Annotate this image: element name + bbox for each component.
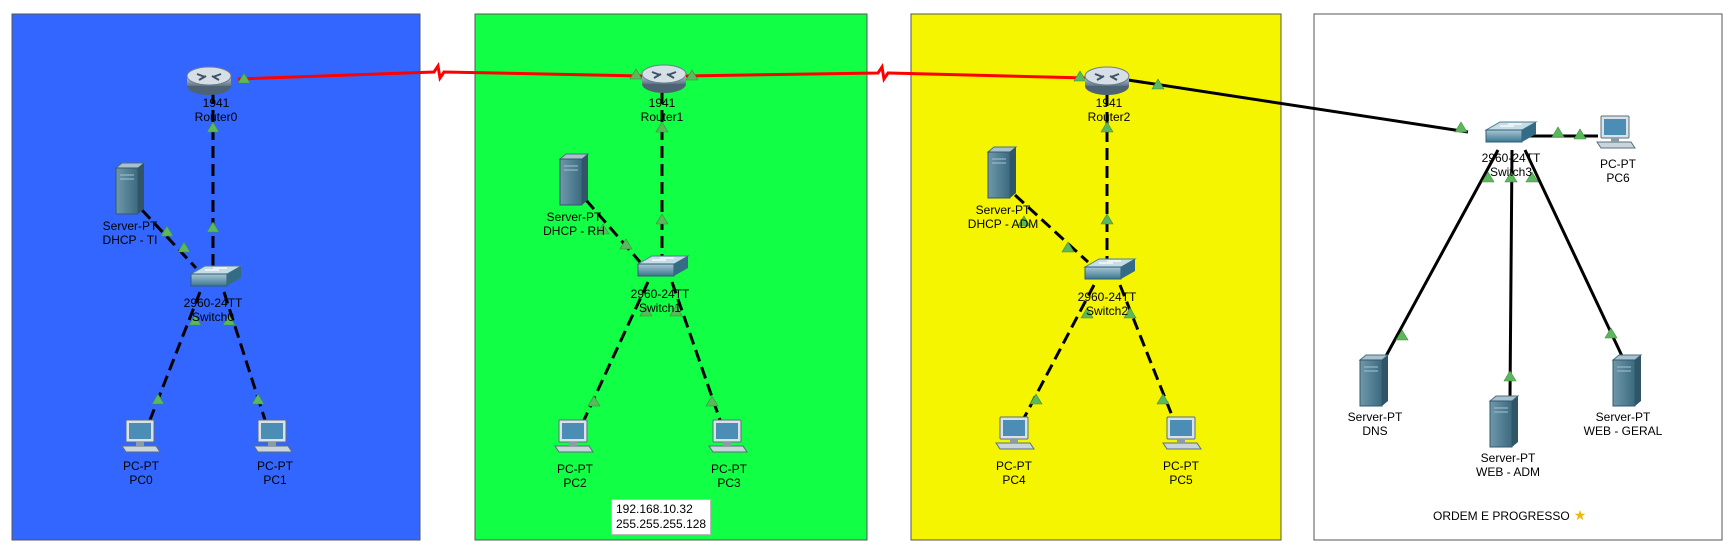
device-name: DHCP - TI — [102, 233, 158, 247]
device-name: PC4 — [1002, 473, 1026, 487]
device-name: WEB - GERAL — [1583, 424, 1663, 438]
router1-router-icon[interactable] — [641, 64, 687, 94]
device-model: 1941 — [202, 96, 230, 110]
caption-note: ORDEM E PROGRESSO★ — [1433, 507, 1586, 524]
device-model: PC-PT — [1163, 459, 1199, 473]
link-switch3-server_web_geral[interactable] — [1523, 149, 1624, 357]
serial-link-router0-router1[interactable] — [237, 62, 645, 82]
server-dhcp-rh-server-icon[interactable] — [559, 153, 589, 206]
device-model: Server-PT — [975, 203, 1031, 217]
device-name: PC2 — [563, 476, 587, 490]
pc3-pc-icon[interactable] — [708, 419, 748, 453]
serial-link-router1-router2[interactable] — [683, 63, 1088, 83]
router0-router-icon[interactable] — [186, 66, 232, 96]
pc2-pc-icon[interactable] — [554, 419, 594, 453]
pc5-pc-icon[interactable] — [1162, 416, 1202, 450]
ip-address-note: 192.168.10.32 255.255.255.128 — [611, 499, 712, 535]
area-3 — [1313, 13, 1723, 541]
link-router2-switch3[interactable] — [1127, 78, 1469, 134]
device-model: Server-PT — [546, 210, 602, 224]
link-server_dhcp_rh-switch1[interactable] — [584, 199, 642, 263]
star-icon: ★ — [1573, 507, 1587, 523]
pc4-pc-icon[interactable] — [995, 416, 1035, 450]
server-dhcp-adm-server-icon[interactable] — [987, 146, 1017, 199]
device-name: DNS — [1362, 424, 1388, 438]
device-model: PC-PT — [711, 462, 747, 476]
pc6-pc-icon[interactable] — [1596, 115, 1636, 149]
device-model: PC-PT — [557, 462, 593, 476]
device-name: Switch3 — [1489, 165, 1533, 179]
device-model: 2960-24TT — [630, 287, 690, 301]
device-model: 2960-24TT — [183, 296, 243, 310]
device-model: PC-PT — [257, 459, 293, 473]
device-name: Router2 — [1087, 110, 1131, 124]
device-name: DHCP - RH — [543, 224, 605, 238]
device-model: Server-PT — [102, 219, 158, 233]
server-web-adm-server-icon[interactable] — [1489, 395, 1519, 448]
device-name: DHCP - ADM — [967, 217, 1039, 231]
server-dhcp-ti-server-icon[interactable] — [115, 162, 145, 215]
caption-text: ORDEM E PROGRESSO — [1433, 509, 1570, 523]
pc0-pc-icon[interactable] — [121, 419, 161, 453]
device-model: 2960-24TT — [1481, 151, 1541, 165]
device-name: PC3 — [717, 476, 741, 490]
server-web-geral-server-icon[interactable] — [1612, 354, 1642, 407]
ip-address-text: 192.168.10.32 — [616, 502, 693, 516]
device-name: Switch1 — [638, 301, 682, 315]
device-name: Router1 — [640, 110, 684, 124]
link-switch1-pc3[interactable] — [670, 281, 722, 421]
device-name: Switch0 — [191, 310, 235, 324]
device-model: PC-PT — [1600, 157, 1636, 171]
link-server_dhcp_ti-switch0[interactable] — [140, 208, 198, 270]
link-switch3-server_web_adm[interactable] — [1508, 149, 1514, 398]
area-1 — [474, 13, 868, 541]
device-model: 1941 — [648, 96, 676, 110]
device-name: Switch2 — [1085, 304, 1129, 318]
device-name: PC0 — [129, 473, 153, 487]
device-name: WEB - ADM — [1475, 465, 1541, 479]
subnet-mask-text: 255.255.255.128 — [616, 517, 707, 531]
device-model: PC-PT — [123, 459, 159, 473]
link-server_dhcp_adm-switch2[interactable] — [1013, 193, 1090, 264]
device-name: PC6 — [1606, 171, 1630, 185]
device-model: Server-PT — [1347, 410, 1403, 424]
device-model: PC-PT — [996, 459, 1032, 473]
device-model: Server-PT — [1595, 410, 1651, 424]
link-switch2-pc4[interactable] — [1022, 284, 1096, 419]
server-dns-server-icon[interactable] — [1359, 354, 1389, 407]
device-name: PC1 — [263, 473, 287, 487]
device-name: Router0 — [194, 110, 238, 124]
device-name: PC5 — [1169, 473, 1193, 487]
device-model: Server-PT — [1480, 451, 1536, 465]
pc1-pc-icon[interactable] — [253, 419, 293, 453]
device-model: 1941 — [1095, 96, 1123, 110]
router2-router-icon[interactable] — [1084, 66, 1130, 96]
device-model: 2960-24TT — [1077, 290, 1137, 304]
link-switch3-server_dns[interactable] — [1384, 149, 1500, 357]
